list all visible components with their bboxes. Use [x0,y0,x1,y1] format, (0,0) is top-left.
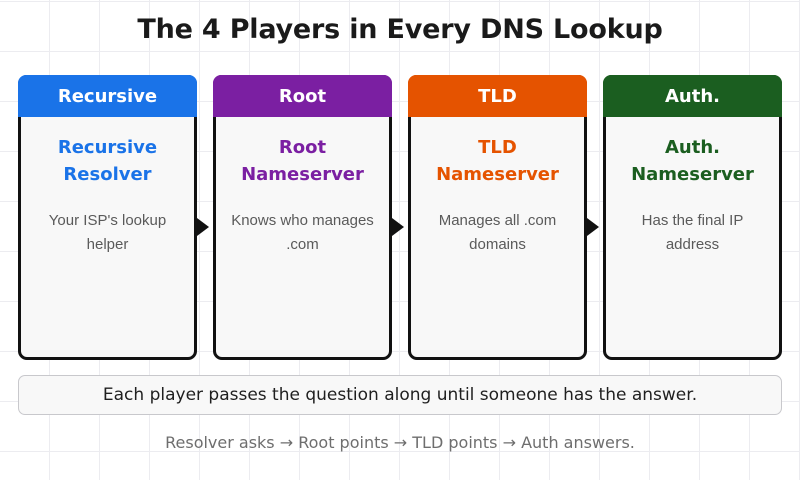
card-body-tld: TLD Nameserver Manages all .com domains [411,120,584,258]
footer-note: Resolver asks → Root points → TLD points… [165,433,635,452]
player-cards-row: Recursive Recursive Resolver Your ISP's … [18,75,782,360]
card-description-auth: Has the final IP address [641,212,744,254]
player-card-root: Root Root Nameserver Knows who manages .… [213,75,404,360]
card-body-root: Root Nameserver Knows who manages .com [216,120,389,258]
card-description-tld: Manages all .com domains [438,212,557,254]
arrow-right-icon-2 [392,218,404,236]
card-body-recursive: Recursive Resolver Your ISP's lookup hel… [21,120,194,258]
player-card-auth: Auth. Auth. Nameserver Has the final IP … [603,75,782,360]
summary-banner: Each player passes the question along un… [18,375,782,415]
card-title-tld: TLD Nameserver [436,137,559,185]
card-badge-root: Root [213,75,392,117]
card-title-auth: Auth. Nameserver [631,137,754,185]
arrow-right-icon-1 [197,218,209,236]
card-body-auth: Auth. Nameserver Has the final IP addres… [606,120,779,258]
player-card-tld: TLD TLD Nameserver Manages all .com doma… [408,75,599,360]
player-card-recursive: Recursive Recursive Resolver Your ISP's … [18,75,209,360]
page-title: The 4 Players in Every DNS Lookup [137,14,663,45]
arrow-right-icon-3 [587,218,599,236]
card-description-recursive: Your ISP's lookup helper [48,212,167,254]
card-title-recursive: Recursive Resolver [57,137,158,185]
card-description-root: Knows who manages .com [231,212,374,254]
card-badge-recursive: Recursive [18,75,197,117]
card-badge-tld: TLD [408,75,587,117]
card-badge-auth: Auth. [603,75,782,117]
card-title-root: Root Nameserver [241,137,364,185]
